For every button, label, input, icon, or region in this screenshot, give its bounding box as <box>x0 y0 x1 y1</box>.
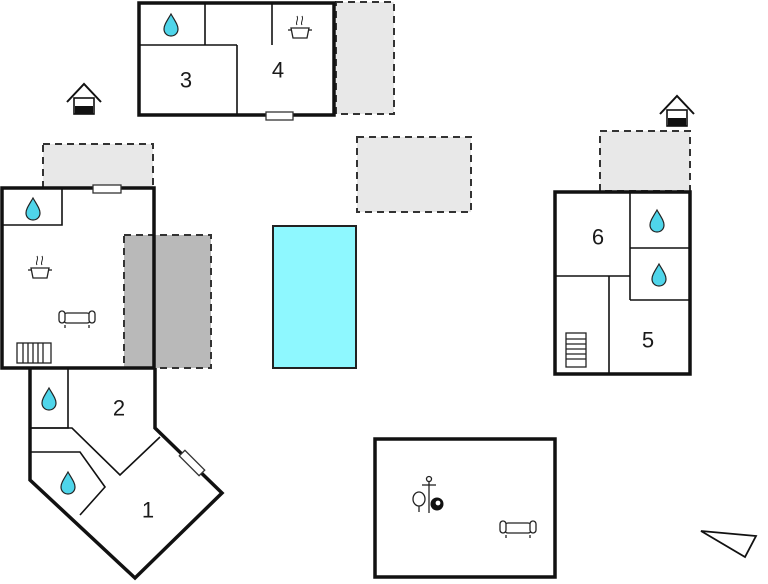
water-drop-icon <box>163 12 179 37</box>
window-annex <box>178 449 206 477</box>
well-icon <box>659 94 695 127</box>
terrace-left <box>42 143 154 189</box>
water-drop-icon <box>651 262 667 287</box>
table-tennis-icon <box>412 475 436 513</box>
carport <box>123 234 212 369</box>
window-top <box>265 111 294 121</box>
sofa-icon <box>499 520 537 538</box>
building-left <box>0 184 156 370</box>
water-drop-icon <box>25 196 41 221</box>
room-6-label: 6 <box>592 225 604 250</box>
swimming-pool <box>272 225 357 369</box>
water-drop-icon <box>60 470 76 495</box>
cooktop-icon <box>28 255 52 279</box>
water-drop-icon <box>41 386 57 411</box>
water-drop-icon <box>649 208 665 233</box>
building-top <box>137 1 336 121</box>
sofa-icon <box>58 310 96 328</box>
room-5-label: 5 <box>642 328 654 353</box>
room-2-label: 2 <box>113 396 125 421</box>
window-left <box>92 184 122 194</box>
building-right <box>553 190 692 376</box>
room-3-label: 3 <box>180 68 192 93</box>
radiator-icon <box>565 332 587 368</box>
terrace-top <box>335 1 395 115</box>
building-annex <box>28 368 225 581</box>
terrace-center <box>356 136 472 213</box>
room-1-label: 1 <box>142 498 154 523</box>
billiard-icon <box>430 497 444 511</box>
building-bottom <box>373 437 557 579</box>
cooktop-icon <box>288 15 312 39</box>
well-icon <box>66 82 102 115</box>
terrace-right <box>599 130 691 192</box>
radiator-icon <box>16 342 52 364</box>
north-arrow-icon <box>700 530 758 559</box>
room-4-label: 4 <box>272 58 284 83</box>
